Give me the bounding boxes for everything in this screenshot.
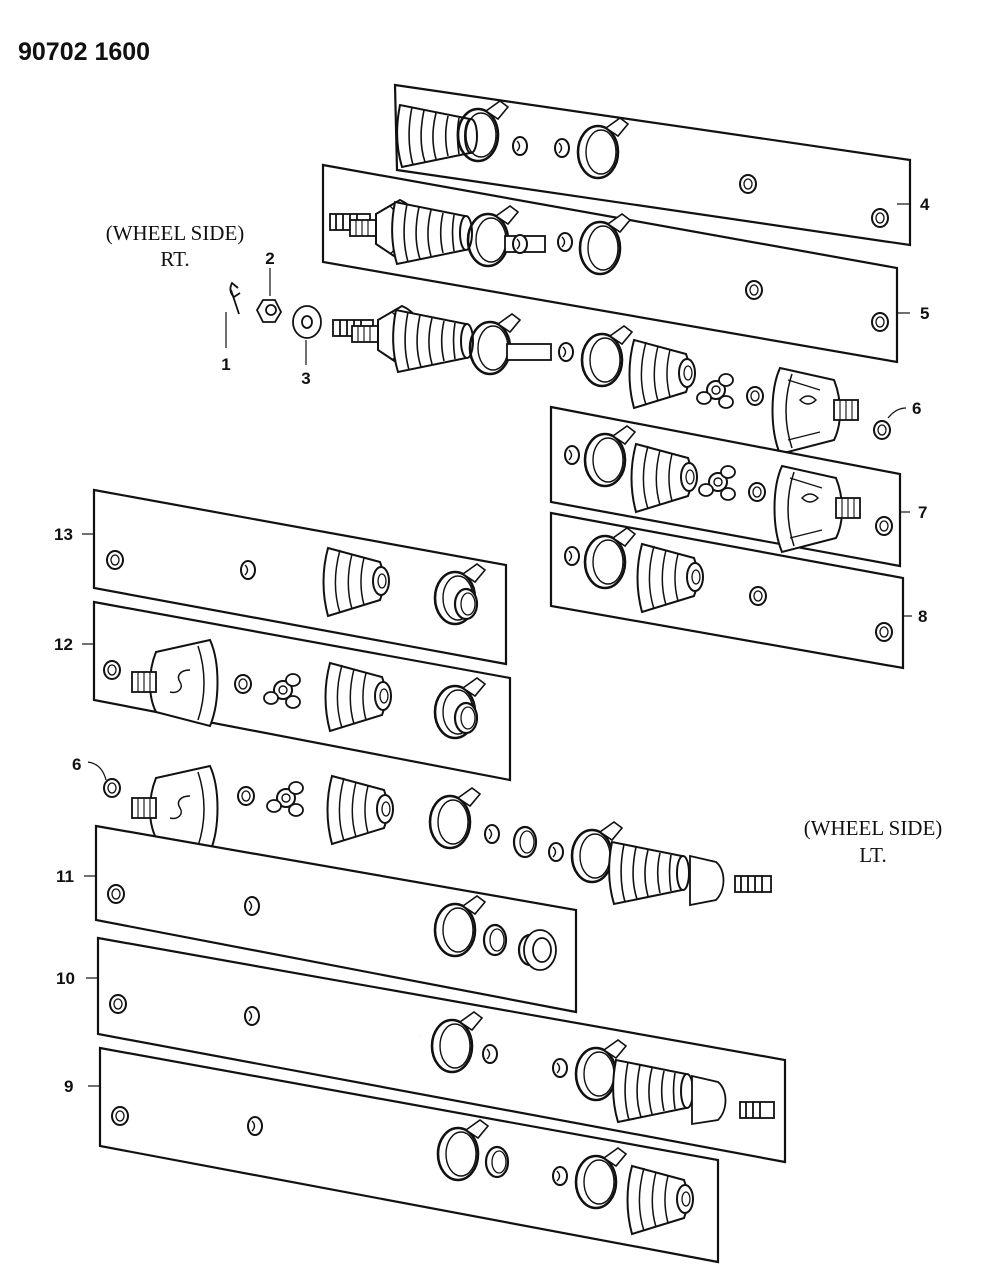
kit-panel-4 (393, 83, 912, 247)
wheel-side-lt-label: (WHEEL SIDE) (804, 816, 943, 840)
callout-2: 2 (265, 249, 274, 268)
wheel-side-lt-side: LT. (859, 843, 886, 867)
kit-panel-9 (98, 1046, 720, 1264)
callout-3: 3 (301, 369, 310, 388)
callouts-lt: 13 12 6 11 10 9 (54, 525, 107, 1096)
kit-panel-5 (321, 163, 899, 364)
callout-13: 13 (54, 525, 73, 544)
rt-drive-shaft-assembly (229, 281, 891, 455)
callout-1: 1 (221, 355, 230, 374)
kit-panel-7 (549, 405, 902, 568)
kit-panel-8 (549, 511, 905, 670)
kit-panel-13 (92, 488, 508, 666)
callout-6-right: 6 (912, 399, 921, 418)
wheel-side-rt-side: RT. (160, 247, 189, 271)
callout-12: 12 (54, 635, 73, 654)
callout-5: 5 (920, 304, 929, 323)
callout-6-left: 6 (72, 755, 81, 774)
callouts-rt: 1 2 3 4 5 6 7 8 (221, 195, 930, 626)
callout-8: 8 (918, 607, 927, 626)
callout-11: 11 (56, 867, 74, 886)
callout-4: 4 (920, 195, 930, 214)
callout-9: 9 (64, 1077, 73, 1096)
callout-10: 10 (56, 969, 75, 988)
lt-drive-shaft-assembly (103, 765, 772, 907)
document-number: 90702 1600 (18, 38, 150, 66)
wheel-side-rt-label: (WHEEL SIDE) (106, 221, 245, 245)
kit-panel-11 (94, 824, 578, 1014)
kit-panel-12 (92, 600, 512, 782)
kit-panel-10 (96, 936, 787, 1164)
callout-7: 7 (918, 503, 927, 522)
